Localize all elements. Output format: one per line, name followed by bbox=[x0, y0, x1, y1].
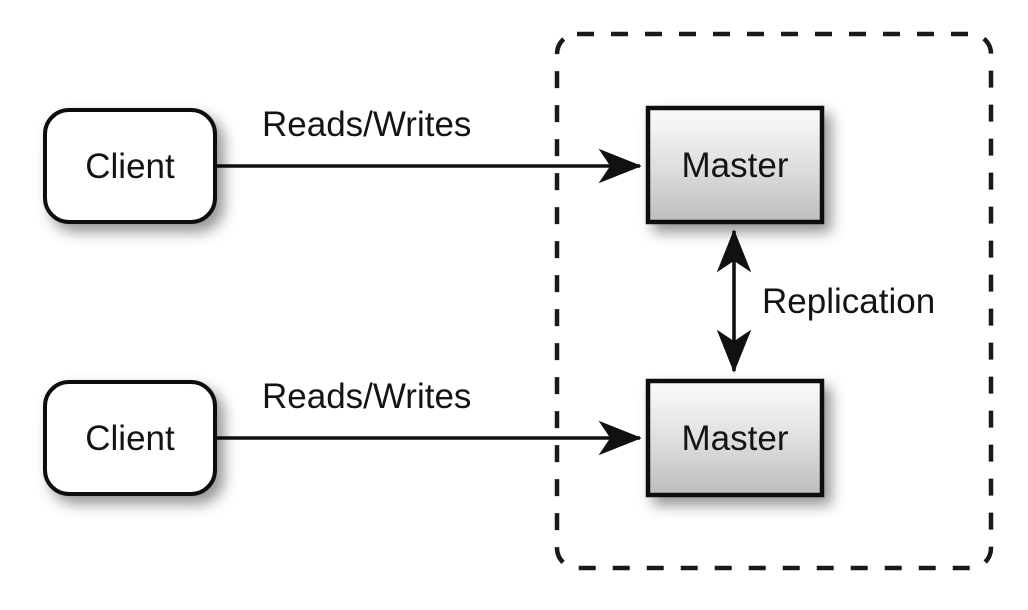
edge-replication: Replication bbox=[716, 229, 935, 373]
node-label-master-bottom: Master bbox=[682, 419, 789, 458]
node-label-client-bottom: Client bbox=[85, 419, 175, 458]
node-label-client-top: Client bbox=[85, 147, 175, 186]
node-shape bbox=[43, 108, 217, 224]
node-shape bbox=[645, 105, 825, 225]
edge-label-reads-writes-bottom: Reads/Writes bbox=[262, 377, 471, 416]
node-shape bbox=[43, 380, 217, 496]
edge-label-reads-writes-top: Reads/Writes bbox=[262, 105, 471, 144]
node-shape bbox=[645, 378, 825, 498]
node-client-bottom[interactable] bbox=[43, 380, 217, 496]
node-client-top[interactable] bbox=[43, 108, 217, 224]
node-master-bottom[interactable] bbox=[645, 378, 825, 498]
node-master-top[interactable] bbox=[645, 105, 825, 225]
edge-reads-writes-top: Reads/Writes bbox=[214, 105, 642, 184]
node-label-master-top: Master bbox=[682, 146, 789, 185]
edge-label-replication: Replication bbox=[762, 282, 935, 321]
edge-reads-writes-bottom: Reads/Writes bbox=[214, 377, 642, 456]
